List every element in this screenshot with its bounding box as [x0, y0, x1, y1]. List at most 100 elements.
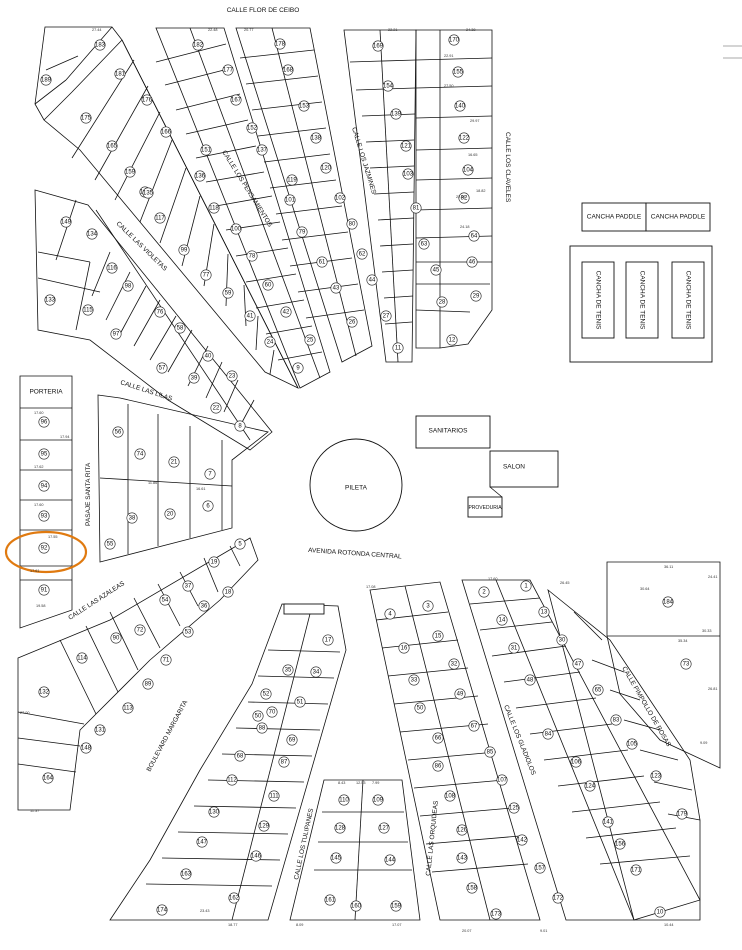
lot-marker[interactable]: 69 [286, 734, 298, 746]
lot-marker[interactable]: 159 [124, 166, 136, 178]
lot-marker[interactable]: 68 [234, 750, 246, 762]
lot-marker[interactable]: 107 [496, 774, 508, 786]
lot-marker[interactable]: 110 [338, 794, 350, 806]
lot-marker[interactable]: 174 [156, 904, 168, 916]
lot-marker[interactable]: 131 [94, 724, 106, 736]
lot-marker[interactable]: 87 [278, 756, 290, 768]
lot-marker[interactable]: 64 [468, 230, 480, 242]
lot-marker[interactable]: 184 [662, 596, 674, 608]
lot-marker[interactable]: 70 [266, 706, 278, 718]
lot-marker[interactable]: 85 [484, 746, 496, 758]
lot-marker[interactable]: 147 [196, 836, 208, 848]
lot-marker[interactable]: 50 [252, 710, 264, 722]
lot-marker[interactable]: 144 [384, 854, 396, 866]
lot-marker[interactable]: 115 [82, 304, 94, 316]
lot-marker[interactable]: 182 [192, 39, 204, 51]
lot-marker[interactable]: 98 [122, 280, 134, 292]
lot-marker[interactable]: 164 [42, 772, 54, 784]
lot-marker[interactable]: 112 [226, 774, 238, 786]
lot-marker[interactable]: 136 [194, 170, 206, 182]
lot-marker[interactable]: 22 [210, 402, 222, 414]
lot-marker[interactable]: 45 [430, 264, 442, 276]
lot-marker[interactable]: 171 [630, 864, 642, 876]
lot-marker[interactable]: 123 [650, 770, 662, 782]
lot-marker[interactable]: 119 [286, 174, 298, 186]
lot-marker[interactable]: 151 [200, 144, 212, 156]
lot-marker[interactable]: 89 [142, 678, 154, 690]
lot-marker[interactable]: 103 [402, 168, 414, 180]
lot-marker[interactable]: 82 [458, 192, 470, 204]
lot-marker[interactable]: 39 [188, 372, 200, 384]
lot-marker[interactable]: 178 [274, 38, 286, 50]
lot-marker[interactable]: 126 [456, 824, 468, 836]
lot-marker[interactable]: 173 [490, 908, 502, 920]
lot-marker[interactable]: 56 [112, 426, 124, 438]
lot-marker[interactable]: 76 [154, 306, 166, 318]
lot-marker[interactable]: 189 [40, 74, 52, 86]
lot-marker[interactable]: 117 [154, 212, 166, 224]
lot-marker[interactable]: 118 [208, 202, 220, 214]
lot-marker[interactable]: 155 [452, 66, 464, 78]
lot-marker[interactable]: 3 [422, 600, 434, 612]
lot-marker[interactable]: 27 [380, 310, 392, 322]
lot-marker[interactable]: 161 [324, 894, 336, 906]
lot-marker[interactable]: 8 [234, 420, 246, 432]
lot-marker[interactable]: 78 [246, 250, 258, 262]
lot-marker[interactable]: 91 [38, 584, 50, 596]
lot-marker[interactable]: 7 [204, 468, 216, 480]
lot-marker[interactable]: 104 [462, 164, 474, 176]
lot-marker[interactable]: 2 [478, 586, 490, 598]
lot-marker[interactable]: 73 [680, 658, 692, 670]
lot-marker[interactable]: 122 [458, 132, 470, 144]
lot-marker[interactable]: 50 [414, 702, 426, 714]
lot-marker[interactable]: 58 [174, 322, 186, 334]
lot-marker[interactable]: 48 [524, 674, 536, 686]
lot-marker[interactable]: 95 [38, 448, 50, 460]
lot-marker[interactable]: 116 [106, 262, 118, 274]
lot-marker[interactable]: 43 [330, 282, 342, 294]
lot-marker[interactable]: 61 [316, 256, 328, 268]
lot-marker[interactable]: 109 [372, 794, 384, 806]
lot-marker[interactable]: 80 [346, 218, 358, 230]
lot-marker[interactable]: 153 [298, 100, 310, 112]
lot-marker[interactable]: 139 [390, 108, 402, 120]
lot-marker[interactable]: 79 [296, 226, 308, 238]
lot-marker[interactable]: 141 [602, 816, 614, 828]
lot-marker[interactable]: 93 [38, 510, 50, 522]
lot-marker[interactable]: 97 [110, 328, 122, 340]
lot-marker[interactable]: 35 [282, 664, 294, 676]
lot-marker[interactable]: 52 [260, 688, 272, 700]
lot-marker[interactable]: 156 [614, 838, 626, 850]
lot-marker[interactable]: 23 [226, 370, 238, 382]
lot-marker[interactable]: 15 [432, 630, 444, 642]
lot-marker[interactable]: 94 [38, 480, 50, 492]
lot-marker[interactable]: 148 [80, 742, 92, 754]
lot-marker[interactable]: 25 [304, 334, 316, 346]
lot-marker[interactable]: 26 [346, 316, 358, 328]
lot-marker[interactable]: 129 [258, 820, 270, 832]
lot-marker[interactable]: 86 [432, 760, 444, 772]
lot-marker[interactable]: 108 [444, 790, 456, 802]
lot-marker[interactable]: 16 [398, 642, 410, 654]
lot-marker[interactable]: 165 [106, 140, 118, 152]
lot-marker[interactable]: 181 [114, 68, 126, 80]
lot-marker[interactable]: 121 [400, 140, 412, 152]
lot-marker[interactable]: 60 [262, 279, 274, 291]
lot-marker[interactable]: 55 [104, 538, 116, 550]
lot-marker[interactable]: 132 [38, 686, 50, 698]
lot-marker[interactable]: 32 [448, 658, 460, 670]
lot-marker[interactable]: 84 [542, 728, 554, 740]
lot-marker[interactable]: 113 [122, 702, 134, 714]
lot-marker[interactable]: 133 [44, 294, 56, 306]
lot-marker[interactable]: 145 [330, 852, 342, 864]
lot-marker[interactable]: 10 [654, 906, 666, 918]
lot-marker[interactable]: 143 [456, 852, 468, 864]
lot-marker[interactable]: 130 [208, 806, 220, 818]
lot-marker[interactable]: 140 [454, 100, 466, 112]
lot-marker[interactable]: 101 [284, 194, 296, 206]
lot-marker[interactable]: 31 [508, 642, 520, 654]
lot-marker[interactable]: 44 [366, 274, 378, 286]
lot-marker[interactable]: 30 [556, 634, 568, 646]
lot-marker[interactable]: 40 [202, 350, 214, 362]
lot-marker[interactable]: 166 [160, 126, 172, 138]
